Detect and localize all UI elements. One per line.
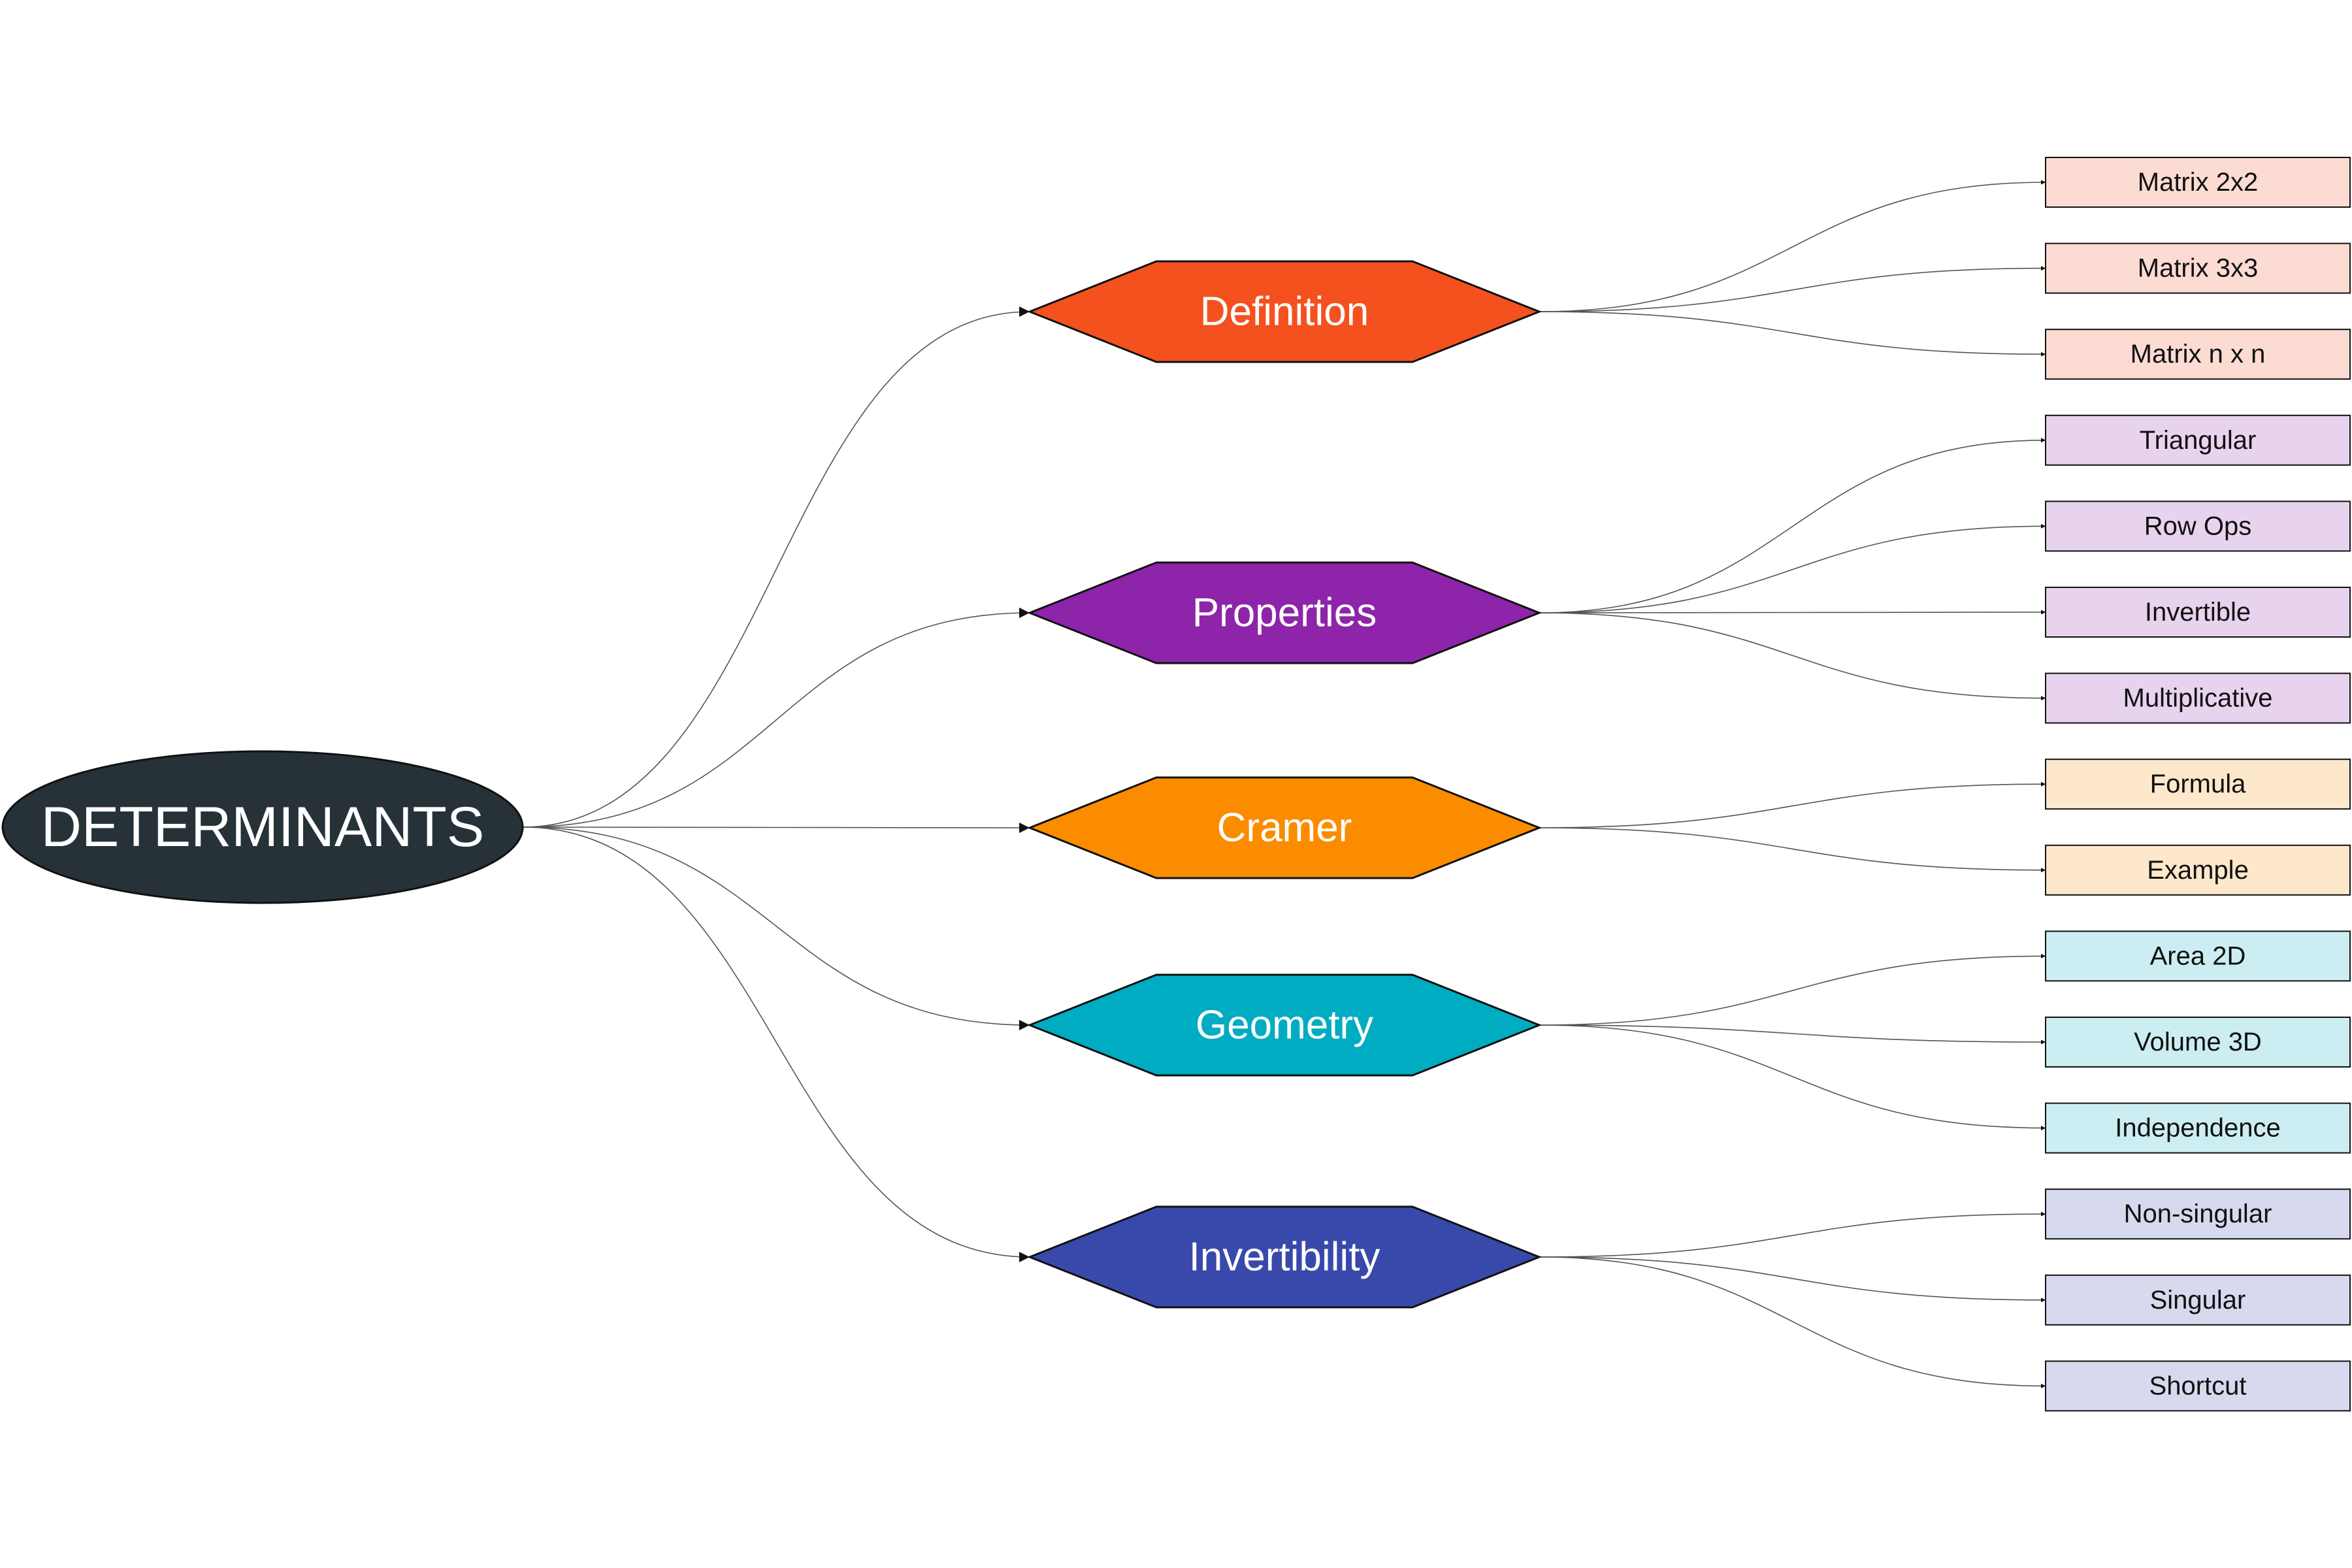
leaf-label: Volume 3D bbox=[2134, 1028, 2262, 1056]
branch-node-cramer[interactable]: Cramer bbox=[1026, 776, 1543, 879]
edge-geometry-to-leaf-2 bbox=[1539, 1024, 2046, 1131]
edge-root-to-properties bbox=[522, 608, 1030, 828]
leaf-box bbox=[2045, 414, 2351, 466]
leaf-label: Multiplicative bbox=[2123, 684, 2273, 713]
edge-definition-to-leaf-2 bbox=[1539, 311, 2046, 357]
branch-label-definition: Definition bbox=[1200, 289, 1369, 335]
edge-cramer-to-leaf-0 bbox=[1539, 781, 2046, 828]
leaf-node[interactable]: Row Ops bbox=[2045, 500, 2351, 552]
leaf-label: Matrix 3x3 bbox=[2138, 254, 2259, 283]
leaf-node[interactable]: Invertible bbox=[2045, 587, 2351, 638]
edge-geometry-to-leaf-0 bbox=[1539, 953, 2046, 1026]
edge-properties-to-leaf-2 bbox=[1539, 610, 2046, 615]
edge-root-to-definition bbox=[522, 306, 1030, 828]
leaf-label: Example bbox=[2147, 856, 2249, 885]
leaf-box bbox=[2045, 500, 2351, 552]
root-ellipse bbox=[1, 750, 524, 904]
leaf-label: Independence bbox=[2115, 1114, 2281, 1143]
leaf-node[interactable]: Shortcut bbox=[2045, 1360, 2351, 1412]
branch-label-invertibility: Invertibility bbox=[1189, 1235, 1380, 1280]
leaf-node[interactable]: Singular bbox=[2045, 1274, 2351, 1326]
leaf-box bbox=[2045, 587, 2351, 638]
edge-definition-to-leaf-0 bbox=[1539, 180, 2046, 312]
leaf-label: Invertible bbox=[2145, 598, 2251, 627]
leaf-label: Non-singular bbox=[2124, 1200, 2272, 1228]
leaf-box bbox=[2045, 1188, 2351, 1240]
edge-properties-to-leaf-1 bbox=[1539, 523, 2046, 613]
edge-root-to-invertibility bbox=[522, 826, 1030, 1262]
branch-hexagon-geometry bbox=[1026, 973, 1543, 1077]
leaf-node[interactable]: Matrix n x n bbox=[2045, 329, 2351, 380]
leaf-box bbox=[2045, 930, 2351, 982]
branch-label-cramer: Cramer bbox=[1217, 806, 1352, 851]
leaf-node[interactable]: Multiplicative bbox=[2045, 672, 2351, 724]
leaf-label: Triangular bbox=[2140, 426, 2257, 455]
leaf-node[interactable]: Matrix 2x2 bbox=[2045, 157, 2351, 208]
branch-label-geometry: Geometry bbox=[1196, 1003, 1373, 1048]
leaf-node[interactable]: Non-singular bbox=[2045, 1188, 2351, 1240]
leaf-node[interactable]: Triangular bbox=[2045, 414, 2351, 466]
branch-hexagon-invertibility bbox=[1026, 1205, 1543, 1309]
branch-node-geometry[interactable]: Geometry bbox=[1026, 973, 1543, 1077]
leaf-node[interactable]: Formula bbox=[2045, 759, 2351, 810]
leaf-box bbox=[2045, 1360, 2351, 1412]
branch-node-properties[interactable]: Properties bbox=[1026, 561, 1543, 664]
leaf-node[interactable]: Independence bbox=[2045, 1102, 2351, 1154]
edge-invertibility-to-leaf-1 bbox=[1539, 1256, 2046, 1303]
branch-hexagon-cramer bbox=[1026, 776, 1543, 879]
leaf-box bbox=[2045, 242, 2351, 294]
leaf-box bbox=[2045, 329, 2351, 380]
branch-hexagon-definition bbox=[1026, 260, 1543, 363]
leaf-node[interactable]: Volume 3D bbox=[2045, 1017, 2351, 1068]
edges-layer bbox=[522, 180, 2046, 1388]
leaf-box bbox=[2045, 1017, 2351, 1068]
leaf-box bbox=[2045, 672, 2351, 724]
edge-definition-to-leaf-1 bbox=[1539, 266, 2046, 312]
branch-node-definition[interactable]: Definition bbox=[1026, 260, 1543, 363]
root-node[interactable]: DETERMINANTS bbox=[1, 750, 524, 904]
edge-cramer-to-leaf-1 bbox=[1539, 827, 2046, 873]
edge-root-to-geometry bbox=[522, 826, 1030, 1030]
leaf-box bbox=[2045, 759, 2351, 810]
leaf-box bbox=[2045, 844, 2351, 896]
leaf-label: Row Ops bbox=[2144, 512, 2252, 540]
leaf-label: Matrix 2x2 bbox=[2138, 168, 2259, 197]
edge-invertibility-to-leaf-0 bbox=[1539, 1211, 2046, 1258]
leaf-label: Shortcut bbox=[2149, 1371, 2247, 1400]
branch-label-properties: Properties bbox=[1192, 591, 1377, 636]
edge-invertibility-to-leaf-2 bbox=[1539, 1256, 2046, 1388]
branch-hexagon-properties bbox=[1026, 561, 1543, 664]
leaf-node[interactable]: Matrix 3x3 bbox=[2045, 242, 2351, 294]
edge-geometry-to-leaf-1 bbox=[1539, 1024, 2046, 1045]
leaf-node[interactable]: Area 2D bbox=[2045, 930, 2351, 982]
leaf-label: Singular bbox=[2150, 1286, 2246, 1315]
leaf-box bbox=[2045, 1274, 2351, 1326]
branch-node-invertibility[interactable]: Invertibility bbox=[1026, 1205, 1543, 1309]
root-label: DETERMINANTS bbox=[41, 796, 484, 858]
leaf-box bbox=[2045, 1102, 2351, 1154]
leaf-node[interactable]: Example bbox=[2045, 844, 2351, 896]
leaf-label: Area 2D bbox=[2150, 941, 2246, 970]
leaf-box bbox=[2045, 157, 2351, 208]
edge-properties-to-leaf-3 bbox=[1539, 612, 2046, 701]
edge-properties-to-leaf-0 bbox=[1539, 438, 2046, 613]
leaf-label: Matrix n x n bbox=[2131, 340, 2266, 368]
edge-root-to-cramer bbox=[522, 822, 1030, 833]
leaf-label: Formula bbox=[2150, 770, 2246, 798]
